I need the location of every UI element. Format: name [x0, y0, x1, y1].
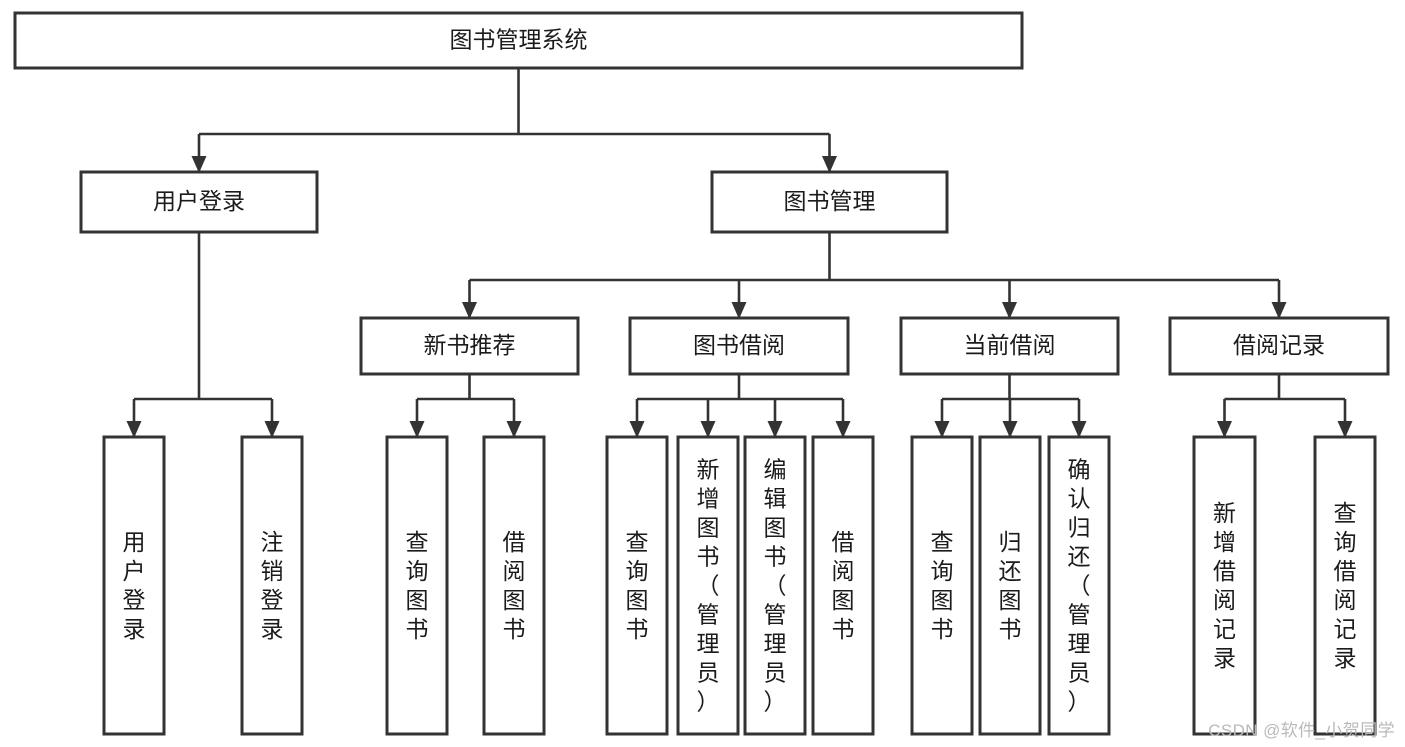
node-leaf-query-book-1[interactable]: 查询图书	[385, 435, 449, 736]
node-root[interactable]: 图书管理系统	[13, 11, 1024, 70]
edge-group	[191, 68, 837, 173]
node-leaf-query-book-2[interactable]: 查询图书	[605, 435, 669, 736]
node-label: 注销登录	[261, 529, 284, 642]
edge-group	[409, 374, 522, 438]
node-label: 新增借阅记录	[1213, 500, 1236, 671]
arrow-head-icon	[1271, 302, 1287, 319]
node-leaf-return-book[interactable]: 归还图书	[978, 435, 1042, 736]
node-layer: 图书管理系统用户登录图书管理新书推荐图书借阅当前借阅借阅记录用户登录注销登录查询…	[13, 11, 1390, 736]
node-box[interactable]	[79, 170, 319, 234]
node-box[interactable]	[978, 435, 1042, 736]
node-leaf-query-record[interactable]: 查询借阅记录	[1313, 435, 1377, 736]
node-label: 用户登录	[123, 529, 146, 642]
node-label: 查询图书	[931, 529, 954, 642]
node-label: 借阅图书	[503, 529, 526, 642]
node-label: 查询图书	[626, 529, 649, 642]
node-borrow-record[interactable]: 借阅记录	[1168, 316, 1390, 376]
arrow-head-icon	[629, 421, 645, 438]
node-current-borrow[interactable]: 当前借阅	[899, 316, 1120, 376]
arrow-head-icon	[126, 421, 142, 438]
arrow-head-icon	[1002, 302, 1017, 319]
node-box[interactable]	[605, 435, 669, 736]
node-label: 图书借阅	[693, 332, 785, 358]
node-leaf-confirm-return[interactable]: 确认归还（管理员）	[1047, 435, 1111, 736]
node-label: 查询借阅记录	[1334, 500, 1357, 671]
arrow-head-icon	[409, 421, 425, 438]
node-label: 借阅图书	[832, 529, 855, 642]
arrow-head-icon	[1002, 421, 1018, 438]
node-label: 借阅记录	[1233, 332, 1325, 358]
node-box[interactable]	[910, 435, 974, 736]
arrow-head-icon	[1217, 421, 1232, 438]
node-box[interactable]	[1168, 316, 1390, 376]
edge-group	[126, 232, 280, 438]
node-box[interactable]	[743, 435, 807, 736]
node-label: 新增图书（管理员）	[697, 457, 720, 715]
node-box[interactable]	[676, 435, 740, 736]
edge-group	[629, 374, 851, 438]
node-label: 编辑图书（管理员）	[764, 457, 787, 715]
arrow-head-icon	[934, 421, 950, 438]
arrow-head-icon	[191, 156, 207, 173]
node-box[interactable]	[359, 316, 580, 376]
node-box[interactable]	[482, 435, 546, 736]
node-label: 当前借阅	[964, 332, 1056, 358]
node-label: 查询图书	[406, 529, 429, 642]
edge-group	[1217, 374, 1353, 438]
node-leaf-borrow-book-2[interactable]: 借阅图书	[811, 435, 875, 736]
node-box[interactable]	[13, 11, 1024, 70]
node-box[interactable]	[628, 316, 850, 376]
node-leaf-add-book[interactable]: 新增图书（管理员）	[676, 435, 740, 736]
node-leaf-user-login[interactable]: 用户登录	[102, 435, 166, 736]
arrow-head-icon	[822, 156, 837, 173]
node-box[interactable]	[710, 170, 949, 234]
edge-layer	[126, 68, 1353, 438]
arrow-head-icon	[1337, 421, 1353, 438]
node-box[interactable]	[240, 435, 304, 736]
edge-group	[462, 232, 1287, 319]
node-leaf-query-book-3[interactable]: 查询图书	[910, 435, 974, 736]
node-label: 图书管理系统	[450, 27, 588, 53]
node-leaf-edit-book[interactable]: 编辑图书（管理员）	[743, 435, 807, 736]
node-leaf-borrow-book-1[interactable]: 借阅图书	[482, 435, 546, 736]
node-box[interactable]	[899, 316, 1120, 376]
node-box[interactable]	[1047, 435, 1111, 736]
node-book-manage[interactable]: 图书管理	[710, 170, 949, 234]
node-label: 图书管理	[784, 188, 876, 214]
edge-group	[934, 374, 1087, 438]
arrow-head-icon	[731, 302, 747, 319]
node-box[interactable]	[811, 435, 875, 736]
node-new-book-rec[interactable]: 新书推荐	[359, 316, 580, 376]
node-label: 确认归还（管理员）	[1068, 457, 1091, 715]
node-label: 归还图书	[999, 529, 1022, 642]
arrow-head-icon	[767, 421, 783, 438]
node-box[interactable]	[1192, 435, 1257, 736]
arrow-head-icon	[264, 421, 280, 438]
node-box[interactable]	[1313, 435, 1377, 736]
node-box[interactable]	[102, 435, 166, 736]
node-label: 用户登录	[153, 188, 245, 214]
arrow-head-icon	[506, 421, 522, 438]
node-box[interactable]	[385, 435, 449, 736]
arrow-head-icon	[835, 421, 851, 438]
arrow-head-icon	[700, 421, 716, 438]
arrow-head-icon	[462, 302, 477, 319]
node-book-borrow[interactable]: 图书借阅	[628, 316, 850, 376]
arrow-head-icon	[1071, 421, 1087, 438]
node-label: 新书推荐	[424, 332, 516, 358]
node-leaf-add-record[interactable]: 新增借阅记录	[1192, 435, 1257, 736]
node-leaf-logout[interactable]: 注销登录	[240, 435, 304, 736]
node-user-login[interactable]: 用户登录	[79, 170, 319, 234]
